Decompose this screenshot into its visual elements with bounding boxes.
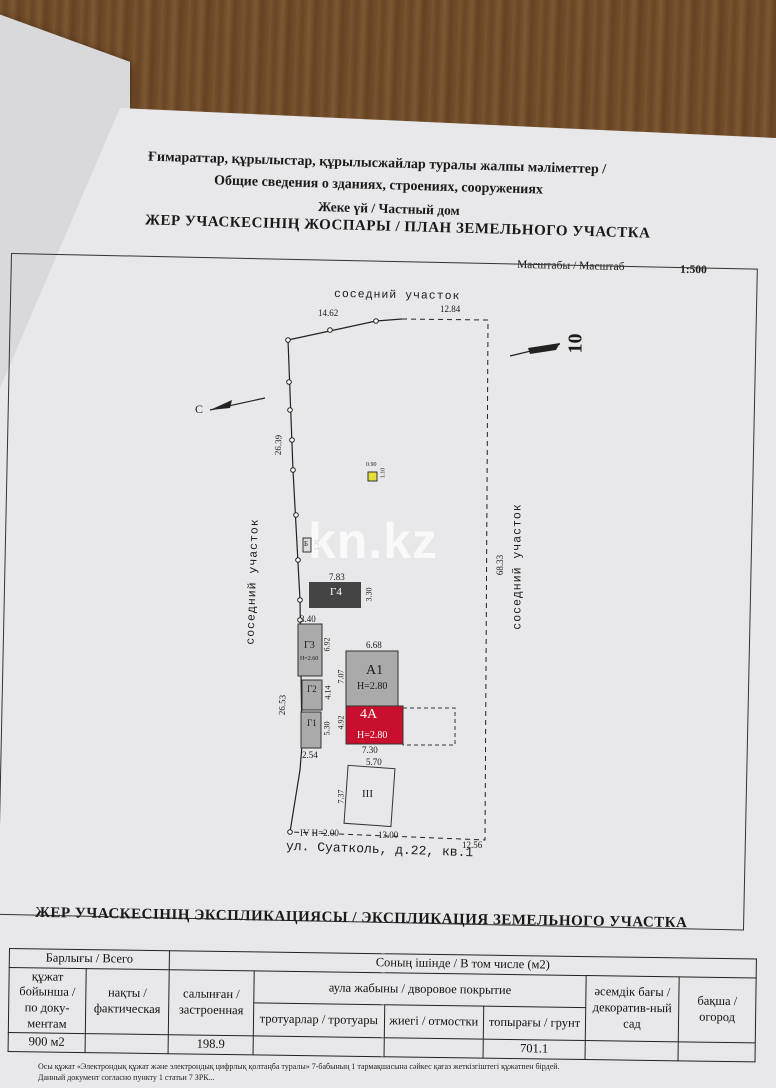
- north-arrow-head: [210, 400, 232, 410]
- label-g3-height: Н=2.60: [300, 656, 319, 662]
- label-4a: 4А: [360, 707, 378, 722]
- building-g1: [300, 711, 322, 749]
- porch-outline: [402, 707, 456, 746]
- val-ground: 701.1: [483, 1039, 586, 1060]
- explication-table: Барлығы / Всего Соның ішінде / В том чис…: [8, 948, 757, 1062]
- val-fact: [85, 1033, 169, 1054]
- label-g2: Г2: [307, 684, 317, 694]
- dim-red-height: 4.92: [336, 715, 346, 730]
- label-small-b: Б: [304, 540, 309, 548]
- col-vegetable: бақша / огород: [678, 976, 757, 1044]
- val-vegetable: [677, 1041, 756, 1062]
- col-area: жиегі / отмостки: [383, 1005, 484, 1040]
- dim-g-bottom: 2.54: [302, 750, 318, 760]
- label-g4: Г4: [330, 586, 342, 598]
- dim-a1-width: 6.68: [366, 640, 382, 650]
- label-4a-height: Н=2.80: [357, 730, 388, 741]
- col-yard: аула жабыны / дворовое покрытие: [253, 970, 587, 1008]
- dim-iv-label: IV Н=2.00: [300, 828, 339, 838]
- total-header: Барлығы / Всего: [9, 948, 170, 970]
- dim-g4-width: 7.83: [329, 572, 345, 582]
- plot-boundary-top: [287, 318, 403, 341]
- col-sidewalk: тротуарлар / тротуары: [253, 1003, 385, 1038]
- dim-bottom: 12.56: [462, 840, 483, 850]
- building-g4: [309, 582, 361, 608]
- col-built: салынған / застроенная: [168, 969, 255, 1037]
- dim-bottom-13: 13.00: [378, 830, 399, 840]
- plot-boundary-left: [287, 339, 303, 833]
- direction-mark-head: [528, 343, 560, 354]
- dim-top-right: 12.84: [440, 304, 461, 314]
- building-4a: [345, 705, 404, 745]
- dim-g3-top: 3.40: [300, 614, 316, 624]
- col-ground: топырағы / грунт: [483, 1006, 586, 1041]
- dim-small-building: 0.90: [366, 462, 377, 468]
- col-fact: нақты / фактическая: [85, 968, 170, 1035]
- dim-left-upper: 26.39: [272, 434, 284, 456]
- dim-small-building-2: 1.10: [380, 467, 387, 479]
- dim-g3-side: 6.92: [322, 637, 332, 652]
- building-a1: [345, 650, 399, 707]
- dim-iii-width: 5.70: [366, 757, 382, 767]
- document-sheet: [0, 108, 776, 1088]
- boundary-vertices: [285, 318, 379, 835]
- building-g3: [297, 623, 323, 677]
- val-sidewalk: [253, 1036, 384, 1057]
- label-a1-height: Н=2.80: [357, 681, 388, 692]
- neighbor-right-label: соседний участок: [511, 503, 525, 630]
- label-g1: Г1: [307, 718, 317, 728]
- corner-mark: 10: [564, 333, 587, 354]
- dim-g4-height: 3.30: [364, 587, 374, 602]
- footer-line-2: Данный документ согласно пункту 1 статьи…: [38, 1073, 215, 1082]
- col-garden: әсемдік бағы / декоратив-ный сад: [585, 975, 680, 1042]
- small-building-marker: [367, 471, 378, 482]
- val-area: [383, 1037, 484, 1058]
- small-building-b: [302, 537, 312, 553]
- dim-iii-height: 7.37: [336, 789, 346, 804]
- building-g2: [301, 679, 323, 711]
- neighbor-top-label: соседний участок: [333, 287, 461, 304]
- watermark: kn.kz: [308, 513, 439, 569]
- dim-right: 68.33: [495, 554, 506, 576]
- footer-line-1: Осы құжат «Электрондық құжат және электр…: [38, 1062, 560, 1071]
- dim-top-left: 14.62: [318, 308, 339, 318]
- val-built: 198.9: [168, 1034, 254, 1055]
- dim-g2-side: 4.14: [323, 685, 333, 700]
- dim-red-width: 7.30: [362, 745, 378, 755]
- building-iii: [343, 764, 396, 828]
- val-doc: 900 м2: [8, 1032, 86, 1053]
- label-g3: Г3: [304, 640, 315, 651]
- plot-boundary-dashed: [289, 318, 489, 841]
- dim-left-lower: 26.53: [276, 694, 288, 716]
- north-label: С: [195, 402, 204, 416]
- label-a1: А1: [366, 663, 384, 678]
- dim-g1-side: 5.30: [322, 721, 332, 736]
- label-iii: III: [362, 788, 373, 800]
- val-garden: [585, 1040, 679, 1061]
- col-doc: құжат бойынша / по доку-ментам: [8, 967, 87, 1034]
- dim-a1-height: 7.07: [336, 669, 346, 684]
